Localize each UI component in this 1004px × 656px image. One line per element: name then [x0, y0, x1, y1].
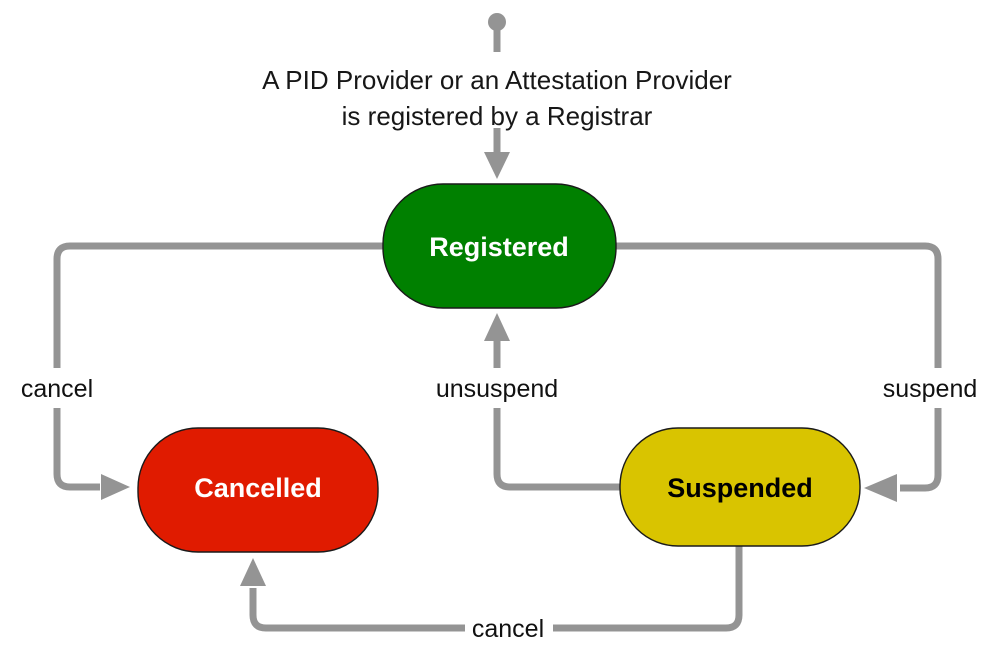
edge-label-suspend: suspend	[883, 375, 978, 403]
arrow-head-into-registered-bottom	[484, 313, 510, 341]
registered-node-label: Registered	[429, 232, 569, 262]
arrow-head-into-cancelled-bottom	[240, 558, 266, 586]
cancelled-node-label: Cancelled	[194, 473, 322, 503]
cancel-edge-lower-segment	[53, 408, 100, 491]
state-node-cancelled[interactable]: Cancelled	[137, 427, 379, 553]
registered-node-shape[interactable]	[382, 183, 617, 309]
bottom-cancel-edge-left-segment	[249, 588, 465, 632]
arrow-head-into-suspended-right	[864, 474, 897, 502]
state-node-registered[interactable]: Registered	[382, 183, 617, 309]
cancel-edge-upper-segment	[53, 242, 383, 368]
initial-state-marker	[488, 13, 506, 52]
suspended-node-label: Suspended	[667, 473, 813, 503]
edge-label-cancel-left: cancel	[21, 375, 93, 403]
arrow-head-into-registered-top	[484, 152, 510, 179]
edge-label-unsuspend: unsuspend	[436, 375, 558, 403]
edge-start-to-registered	[484, 128, 510, 179]
cancelled-node-shape[interactable]	[137, 427, 379, 553]
suspend-edge-upper-segment	[616, 242, 942, 368]
suspend-edge-lower-segment	[900, 408, 942, 492]
state-node-suspended[interactable]: Suspended	[619, 427, 861, 547]
edge-label-cancel-bottom: cancel	[472, 615, 544, 643]
bottom-cancel-edge-right-segment	[553, 540, 743, 632]
caption-line-1: A PID Provider or an Attestation Provide…	[262, 65, 732, 95]
edge-registered-to-cancelled: cancel	[21, 242, 383, 500]
edge-suspended-to-registered: unsuspend	[436, 313, 620, 491]
edge-suspended-to-cancelled: cancel	[240, 540, 743, 643]
arrow-head-into-cancelled-left	[101, 474, 130, 500]
initial-transition-caption: A PID Provider or an Attestation Provide…	[262, 65, 732, 131]
edge-registered-to-suspended: suspend	[616, 242, 978, 502]
caption-line-2: is registered by a Registrar	[342, 101, 653, 131]
unsuspend-edge-lower-segment	[493, 408, 620, 491]
suspended-node-shape[interactable]	[619, 427, 861, 547]
